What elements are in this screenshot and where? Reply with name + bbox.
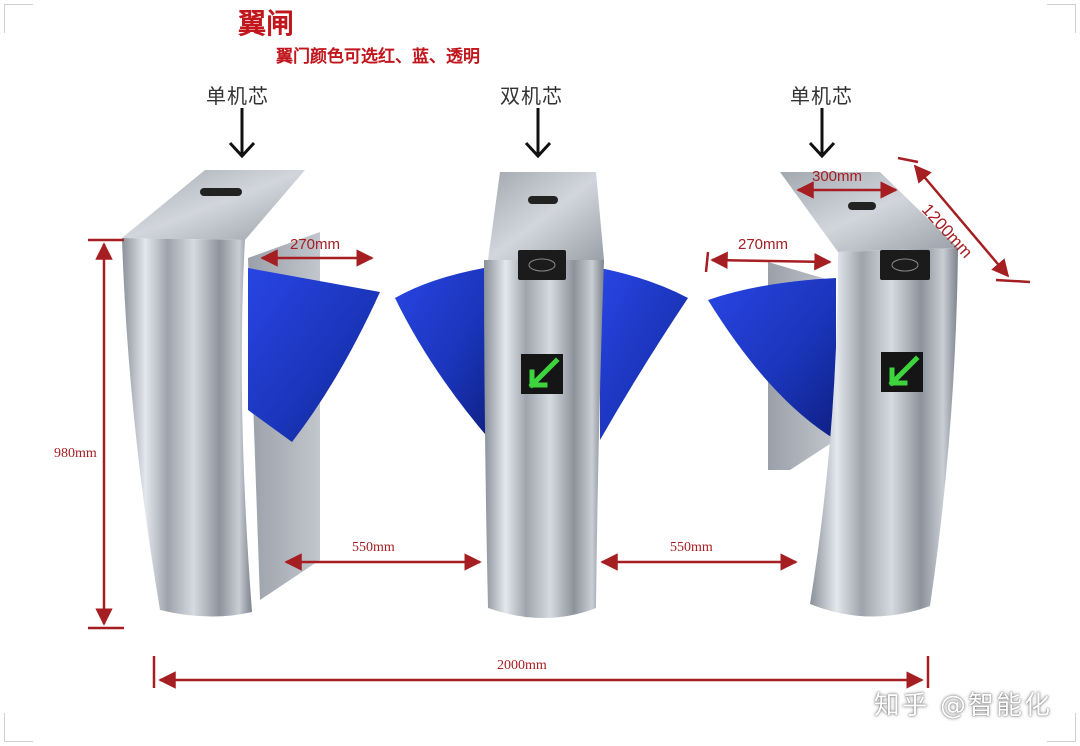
sensor-icon xyxy=(528,196,558,204)
down-arrow-icon xyxy=(228,108,256,159)
dimension-wing-left-label: 270mm xyxy=(290,236,341,253)
watermark: 知乎 @智能化 xyxy=(873,691,1052,721)
diagram-title: 翼闸 xyxy=(238,7,295,40)
dimension-height-label: 980mm xyxy=(54,446,97,461)
rfid-reader-icon xyxy=(880,250,930,280)
dimension-gap-right-label: 550mm xyxy=(670,540,713,555)
sensor-icon xyxy=(200,188,242,196)
center-turnstile-unit xyxy=(395,172,688,618)
dimension-gap-left-label: 550mm xyxy=(352,540,395,555)
down-arrow-icon xyxy=(808,108,836,159)
rfid-reader-icon xyxy=(518,250,566,280)
dimension-wing-right-label: 270mm xyxy=(738,236,789,253)
left-turnstile-unit xyxy=(122,170,380,617)
dimension-lines xyxy=(88,156,1031,689)
dimension-top-width-label: 300mm xyxy=(812,168,863,185)
down-arrow-icon xyxy=(524,108,552,159)
pointer-arrows xyxy=(228,108,836,159)
dimension-total-width-label: 2000mm xyxy=(497,658,547,673)
label-center-dual-core: 双机芯 xyxy=(500,84,563,108)
center-right-wing-flap xyxy=(600,268,688,440)
diagram-subtitle: 翼门颜色可选红、蓝、透明 xyxy=(276,47,480,67)
left-wing-flap xyxy=(248,268,380,442)
right-wing-flap xyxy=(708,278,836,440)
label-left-single-core: 单机芯 xyxy=(206,84,269,108)
label-right-single-core: 单机芯 xyxy=(790,84,853,108)
sensor-icon xyxy=(848,202,876,210)
center-left-wing-flap xyxy=(395,268,490,440)
